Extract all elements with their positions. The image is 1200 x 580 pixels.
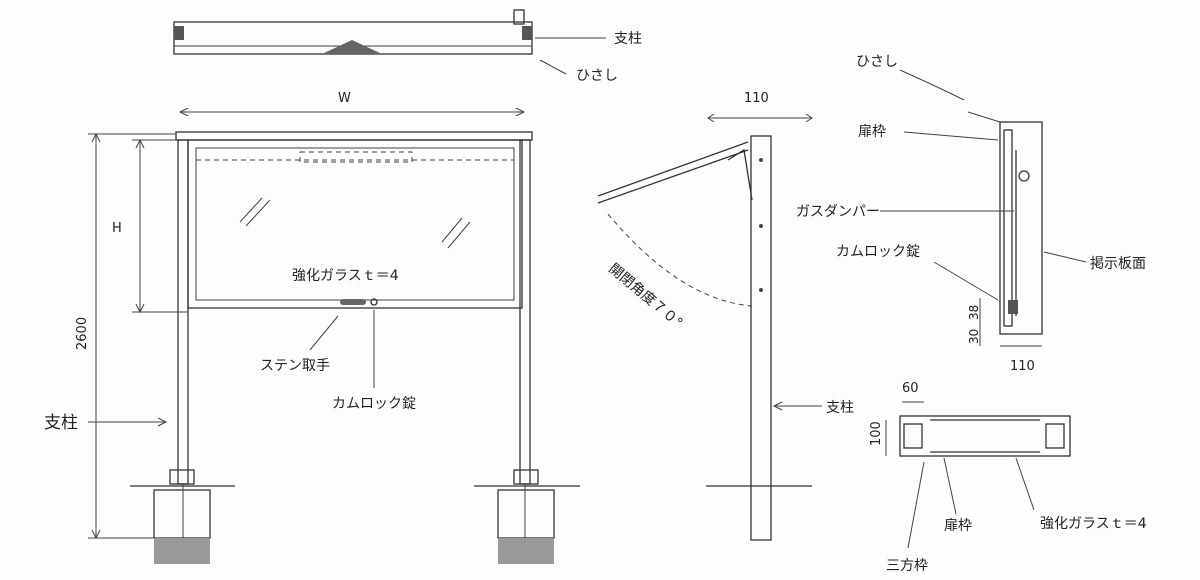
right-foundation xyxy=(474,469,580,564)
lock-front-label: カムロック錠 xyxy=(332,396,416,412)
lock-section-label: カムロック錠 xyxy=(836,244,920,260)
gas-damper-label: ガスダンパー xyxy=(796,204,880,220)
plan-three-frame-label: 三方枠 xyxy=(886,558,928,574)
canopy-top-label: ひさし xyxy=(576,68,618,84)
left-foundation xyxy=(130,469,235,564)
board-face-label: 掲示板面 xyxy=(1090,256,1146,272)
post-side-label: 支柱 xyxy=(826,400,854,416)
plan-door-frame-label: 扉枠 xyxy=(944,518,972,534)
dim-30-label: 30 xyxy=(967,329,981,344)
width-label: W xyxy=(338,91,351,106)
support-top-label: 支柱 xyxy=(614,31,642,47)
plan-100-label: 100 xyxy=(869,421,884,446)
glass-front-label: 強化ガラスｔ＝4 xyxy=(292,268,399,284)
opening-angle-label: 開閉角度７０° xyxy=(605,261,685,332)
section-outline xyxy=(999,121,1043,335)
dim-110-bottom-label: 110 xyxy=(1010,359,1035,374)
side-top-dim: 110 xyxy=(744,91,769,106)
door-frame-section-label: 扉枠 xyxy=(858,124,886,140)
overall-height-label: 2600 xyxy=(75,317,90,350)
side-post xyxy=(750,135,772,541)
plan-glass-label: 強化ガラスｔ＝4 xyxy=(1040,516,1147,532)
cam-lock xyxy=(370,298,378,306)
height-label: H xyxy=(112,221,122,236)
opening-arc xyxy=(607,213,753,307)
front-canopy xyxy=(175,131,533,141)
front-view: W 強化ガラスｔ＝4 ステン取手 カムロック錠 xyxy=(44,91,580,564)
section-detail: ひさし 扉枠 ガスダンパー カムロック錠 掲示板面 38 30 110 xyxy=(796,54,1146,374)
plan-outline xyxy=(899,415,1071,457)
handle-label: ステン取手 xyxy=(260,358,330,374)
side-view: 110 開閉角度７０° 支柱 xyxy=(597,91,854,541)
top-view: 支柱 ひさし xyxy=(173,9,642,84)
plan-60-label: 60 xyxy=(902,381,919,396)
dim-38-label: 38 xyxy=(967,305,981,320)
handle-mark-top xyxy=(322,40,382,54)
plan-section: 60 100 扉枠 強化ガラスｔ＝4 三方枠 xyxy=(869,381,1147,574)
post-left-label: 支柱 xyxy=(44,413,78,433)
stainless-handle xyxy=(340,299,366,305)
open-door-arm xyxy=(597,141,749,197)
canopy-section-label: ひさし xyxy=(856,54,898,70)
